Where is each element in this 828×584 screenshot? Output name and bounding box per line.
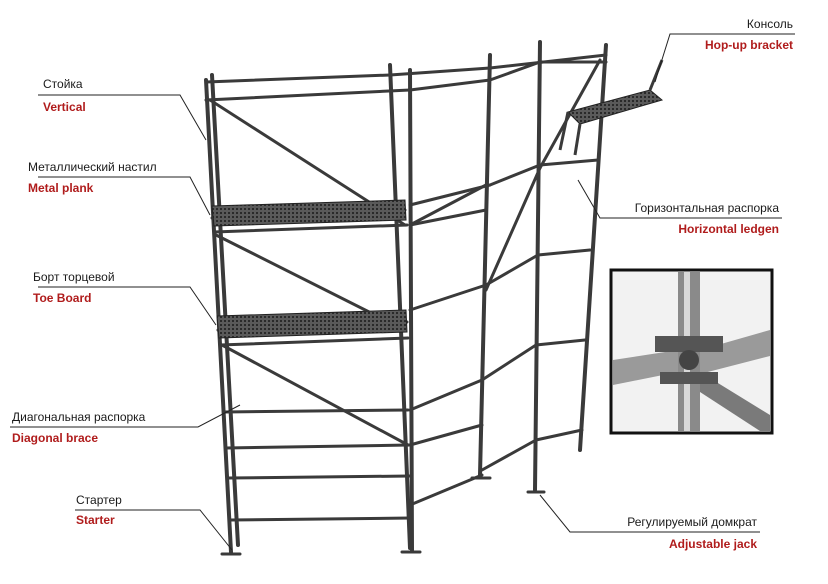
base-plates xyxy=(220,476,546,556)
label-adjustable-jack-en: Adjustable jack xyxy=(668,537,757,551)
label-horizontal-ledger-en: Horizontal ledgen xyxy=(678,222,779,236)
label-toe-board-ru: Борт торцевой xyxy=(33,270,115,284)
node-detail-inset xyxy=(609,268,774,435)
metal-planks xyxy=(211,199,408,339)
label-hop-up-bracket-en: Hop-up bracket xyxy=(704,38,793,52)
label-starter-en: Starter xyxy=(76,513,115,527)
metal-plank-upper xyxy=(211,199,407,227)
label-adjustable-jack-ru: Регулируемый домкрат xyxy=(627,515,757,529)
label-toe-board-en: Toe Board xyxy=(33,291,92,305)
leader-lines xyxy=(10,33,795,551)
top-ledgers xyxy=(204,53,608,102)
label-diagonal-brace-en: Diagonal brace xyxy=(12,431,99,445)
scaffold-frame xyxy=(204,40,608,556)
label-hop-up-bracket-ru: Консоль xyxy=(746,17,793,31)
label-vertical-en: Vertical xyxy=(43,100,86,114)
metal-plank-lower xyxy=(216,309,408,339)
label-vertical-ru: Стойка xyxy=(43,77,83,91)
horizontal-ledgers-left xyxy=(210,208,413,522)
label-starter-ru: Стартер xyxy=(76,493,122,507)
label-metal-plank-ru: Металлический настил xyxy=(28,160,157,174)
label-horizontal-ledger-ru: Горизонтальная распорка xyxy=(634,201,779,215)
label-diagonal-brace-ru: Диагональная распорка xyxy=(12,410,146,424)
label-metal-plank-en: Metal plank xyxy=(28,181,94,195)
